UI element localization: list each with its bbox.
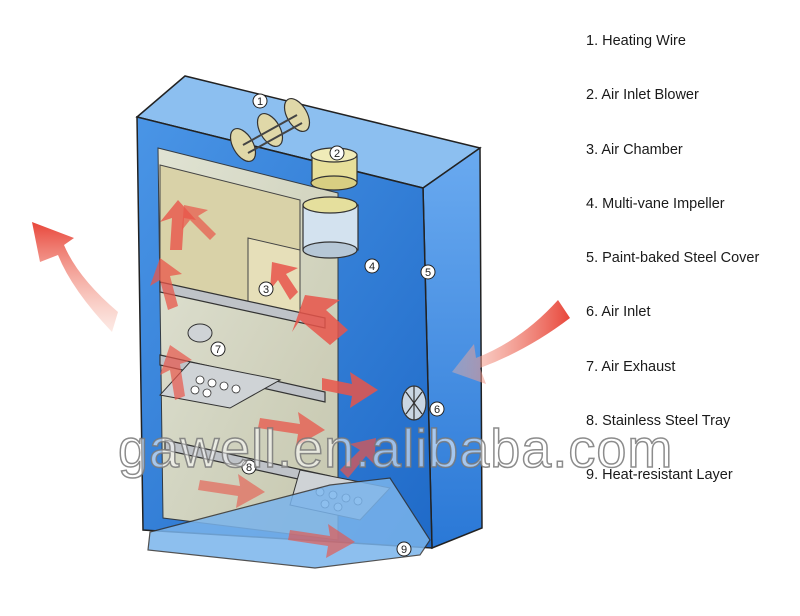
- multi-vane-impeller: [302, 196, 359, 259]
- legend-item: 4. Multi-vane Impeller: [586, 195, 725, 212]
- legend-item: 8. Stainless Steel Tray: [586, 413, 731, 430]
- callout-label: 7: [215, 344, 221, 356]
- component-legend: 1. Heating Wire 2. Air Inlet Blower 3. A…: [586, 30, 796, 519]
- callout-label: 9: [401, 544, 407, 556]
- callout-label: 6: [434, 404, 440, 416]
- inlet-airflow-arrow: [452, 300, 570, 384]
- air-inlet-vent: [401, 385, 427, 421]
- heat-resistant-layer: [147, 477, 431, 569]
- callout-label: 4: [369, 261, 375, 273]
- callout-2: [329, 145, 345, 161]
- callout-1: [252, 93, 268, 109]
- legend-item: 3. Air Chamber: [586, 141, 683, 158]
- heating-wire: [229, 98, 311, 162]
- callout-6: [429, 401, 445, 417]
- callout-4: [364, 258, 380, 274]
- legend-item: 2. Air Inlet Blower: [586, 87, 699, 104]
- callout-3: [258, 281, 274, 297]
- callout-9: [396, 541, 412, 557]
- callout-7: [210, 341, 226, 357]
- callout-label: 1: [257, 96, 263, 108]
- legend-item: 1. Heating Wire: [586, 33, 686, 49]
- callout-8: [241, 459, 257, 475]
- callout-markers: [210, 93, 445, 557]
- airflow-arrows: [32, 200, 570, 558]
- callout-label: 2: [334, 148, 340, 160]
- legend-item: 9. Heat-resistant Layer: [586, 467, 733, 484]
- legend-item: 6. Air Inlet: [586, 304, 651, 321]
- callout-5: [420, 264, 436, 280]
- callout-label: 3: [263, 284, 269, 296]
- legend-item: 7. Air Exhaust: [586, 358, 676, 375]
- legend-item: 5. Paint-baked Steel Cover: [586, 250, 760, 267]
- air-exhaust-fan: [187, 323, 213, 343]
- exit-airflow-arrow: [32, 222, 118, 332]
- callout-label: 8: [246, 462, 252, 474]
- callout-label: 5: [425, 267, 431, 279]
